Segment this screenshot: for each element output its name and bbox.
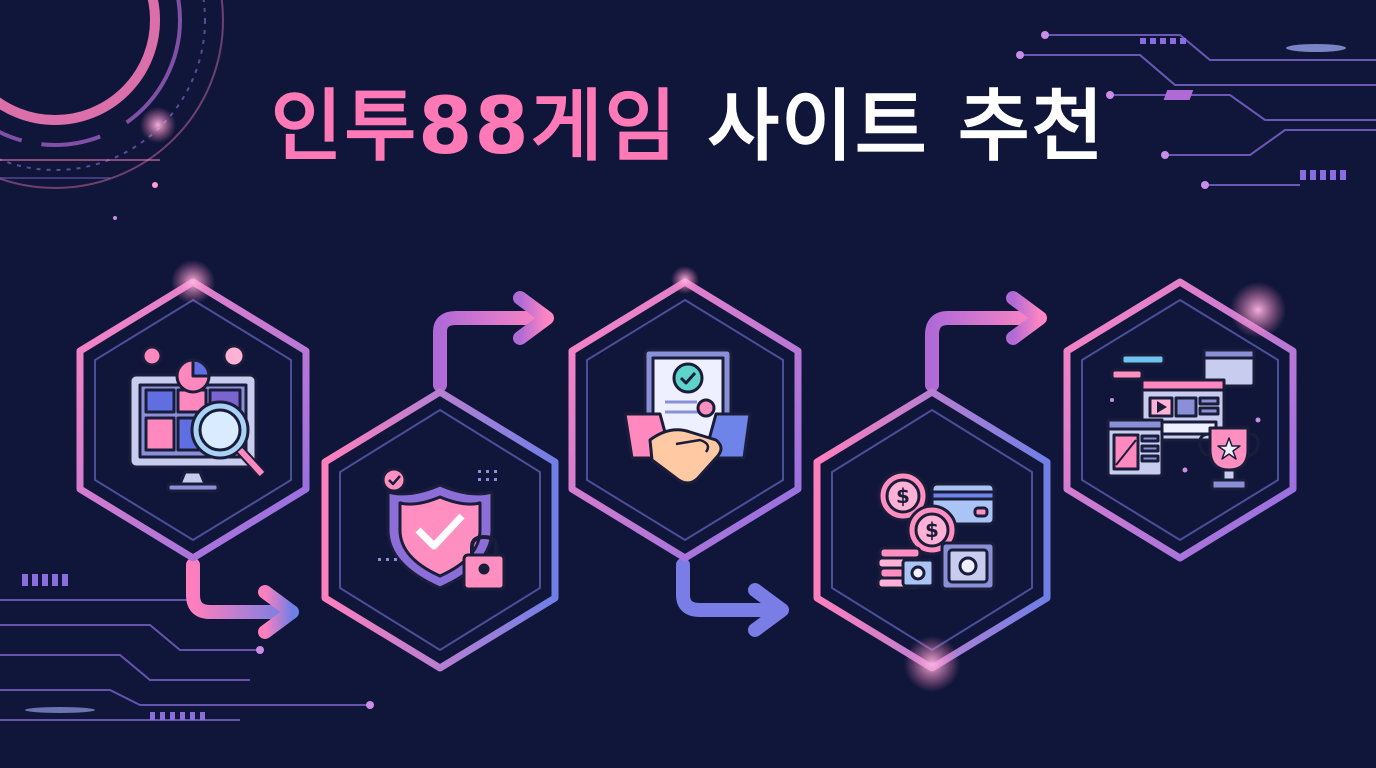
step-1-hexagon bbox=[76, 278, 310, 562]
bottom-left-circuit-decoration bbox=[0, 599, 370, 721]
game-search-monitor-icon bbox=[128, 344, 266, 493]
top-right-glow bbox=[1286, 44, 1346, 52]
arrow-1-to-2 bbox=[186, 558, 299, 639]
glow-spot bbox=[1230, 282, 1286, 338]
arrow-3-to-4 bbox=[676, 558, 789, 637]
sparkle-icons bbox=[1110, 398, 1261, 473]
top-left-glow bbox=[140, 107, 176, 143]
title-rest: 사이트 추천 bbox=[707, 82, 1106, 172]
certificate-handshake-icon bbox=[623, 348, 752, 485]
step-2-hexagon bbox=[321, 388, 559, 672]
game-dashboard-trophy-icon bbox=[1106, 348, 1260, 491]
glow-spot bbox=[171, 260, 215, 304]
bottom-left-stripes bbox=[22, 574, 205, 720]
svg-text:$: $ bbox=[896, 484, 910, 508]
glow-spot bbox=[671, 266, 699, 294]
title-highlight: 인투88게임 bbox=[270, 82, 679, 172]
security-shield-lock-icon bbox=[381, 467, 506, 591]
step-3-hexagon bbox=[568, 278, 802, 562]
top-right-stripes bbox=[1140, 38, 1346, 180]
top-right-circuit-decoration bbox=[1020, 34, 1376, 186]
arrow-4-to-5 bbox=[925, 291, 1047, 392]
dot bbox=[152, 182, 158, 188]
glow-spot bbox=[904, 636, 960, 692]
top-right-bar bbox=[1163, 90, 1194, 100]
step-5-hexagon bbox=[1063, 278, 1297, 562]
svg-text:$: $ bbox=[925, 518, 939, 542]
coin-dollar-text: $ $ bbox=[896, 484, 939, 542]
arrow-2-to-3 bbox=[433, 291, 554, 392]
top-left-circle-decoration bbox=[0, 0, 224, 189]
coins-card-safe-icon bbox=[876, 470, 996, 591]
shield-dots bbox=[378, 470, 497, 561]
bottom-left-glow bbox=[25, 707, 95, 713]
top-right-dots bbox=[1016, 31, 1209, 189]
page-title: 인투88게임 사이트 추천 bbox=[0, 88, 1376, 166]
dot bbox=[113, 216, 117, 220]
